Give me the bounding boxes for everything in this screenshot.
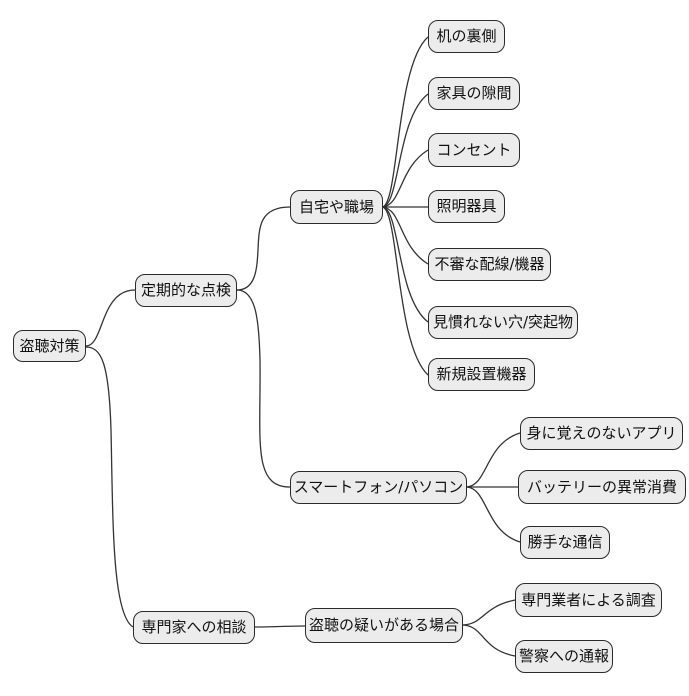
edge-root-to-expert-consultation (85, 346, 134, 628)
node-wiretapping-countermeasures: 盗聴対策 (13, 330, 86, 362)
edge-expert-to-suspected-case (254, 625, 306, 628)
edge-home-to-new-equipment (382, 206, 429, 376)
node-newly-installed-equipment: 新規設置機器 (428, 358, 535, 391)
edge-phone-to-unauthorized-communication (466, 486, 521, 543)
edge-home-to-desk-underside (382, 36, 429, 208)
node-unknown-apps: 身に覚えのないアプリ (520, 417, 683, 450)
node-expert-consultation: 専門家への相談 (133, 611, 255, 644)
edge-periodic-to-home-workplace (236, 206, 291, 291)
edge-home-to-power-outlet (382, 149, 429, 208)
edge-suspected-to-professional-investigation (462, 599, 516, 626)
node-furniture-gaps: 家具の隙間 (428, 77, 520, 110)
edge-home-to-furniture-gaps (382, 93, 429, 208)
edge-phone-to-unknown-apps (466, 432, 521, 488)
node-police-report: 警察への通報 (515, 640, 613, 673)
node-suspected-wiretapping-case: 盗聴の疑いがある場合 (305, 608, 463, 643)
node-desk-underside: 机の裏側 (428, 20, 505, 53)
edge-home-to-unfamiliar-holes (382, 206, 429, 323)
node-abnormal-battery-drain: バッテリーの異常消費 (518, 470, 686, 504)
node-smartphone-pc: スマートフォン/パソコン (290, 471, 467, 504)
node-power-outlet: コンセント (428, 133, 520, 167)
edge-suspected-to-police-report (462, 624, 516, 657)
node-professional-investigation: 専門業者による調査 (515, 583, 662, 617)
node-lighting-fixtures: 照明器具 (428, 190, 505, 223)
edge-home-to-suspicious-wiring (382, 206, 429, 265)
edge-periodic-to-smartphone-pc (236, 289, 291, 488)
node-suspicious-wiring-devices: 不審な配線/機器 (428, 248, 551, 281)
node-unauthorized-communication: 勝手な通信 (520, 526, 610, 559)
edge-root-to-periodic-inspection (85, 289, 136, 347)
node-periodic-inspection: 定期的な点検 (135, 274, 237, 307)
node-home-workplace: 自宅や職場 (290, 190, 383, 224)
node-unfamiliar-holes-protrusions: 見慣れない穴/突起物 (428, 306, 578, 339)
